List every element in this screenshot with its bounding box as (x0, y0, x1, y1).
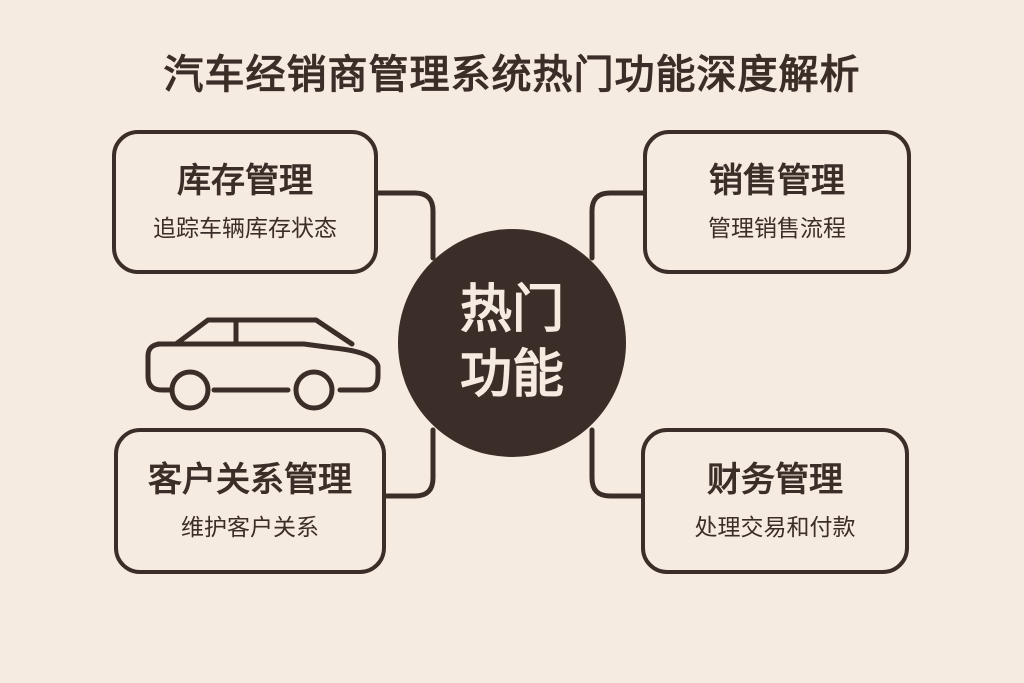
connector-bottom-right (589, 427, 646, 499)
feature-title: 财务管理 (707, 459, 843, 500)
feature-title: 库存管理 (177, 160, 313, 201)
connector-top-right (589, 190, 649, 261)
feature-card-finance: 财务管理 处理交易和付款 (641, 428, 909, 574)
connector-bottom-left (383, 427, 436, 499)
hub-label-line2: 功能 (459, 345, 564, 405)
feature-card-crm: 客户关系管理 维护客户关系 (114, 428, 386, 574)
feature-description: 处理交易和付款 (694, 514, 856, 541)
feature-card-inventory: 库存管理 追踪车辆库存状态 (112, 130, 378, 274)
feature-description: 管理销售流程 (708, 215, 846, 242)
feature-description: 追踪车辆库存状态 (153, 215, 337, 242)
hub-circle: 热门 功能 (398, 229, 626, 457)
car-icon (145, 317, 381, 411)
hub-label-line1: 热门 (459, 280, 564, 340)
feature-description: 维护客户关系 (181, 514, 319, 541)
page-title: 汽车经销商管理系统热门功能深度解析 (163, 52, 861, 98)
connector-top-left (375, 190, 436, 261)
feature-card-sales: 销售管理 管理销售流程 (643, 130, 911, 274)
feature-title: 销售管理 (709, 160, 845, 201)
feature-title: 客户关系管理 (148, 459, 352, 500)
